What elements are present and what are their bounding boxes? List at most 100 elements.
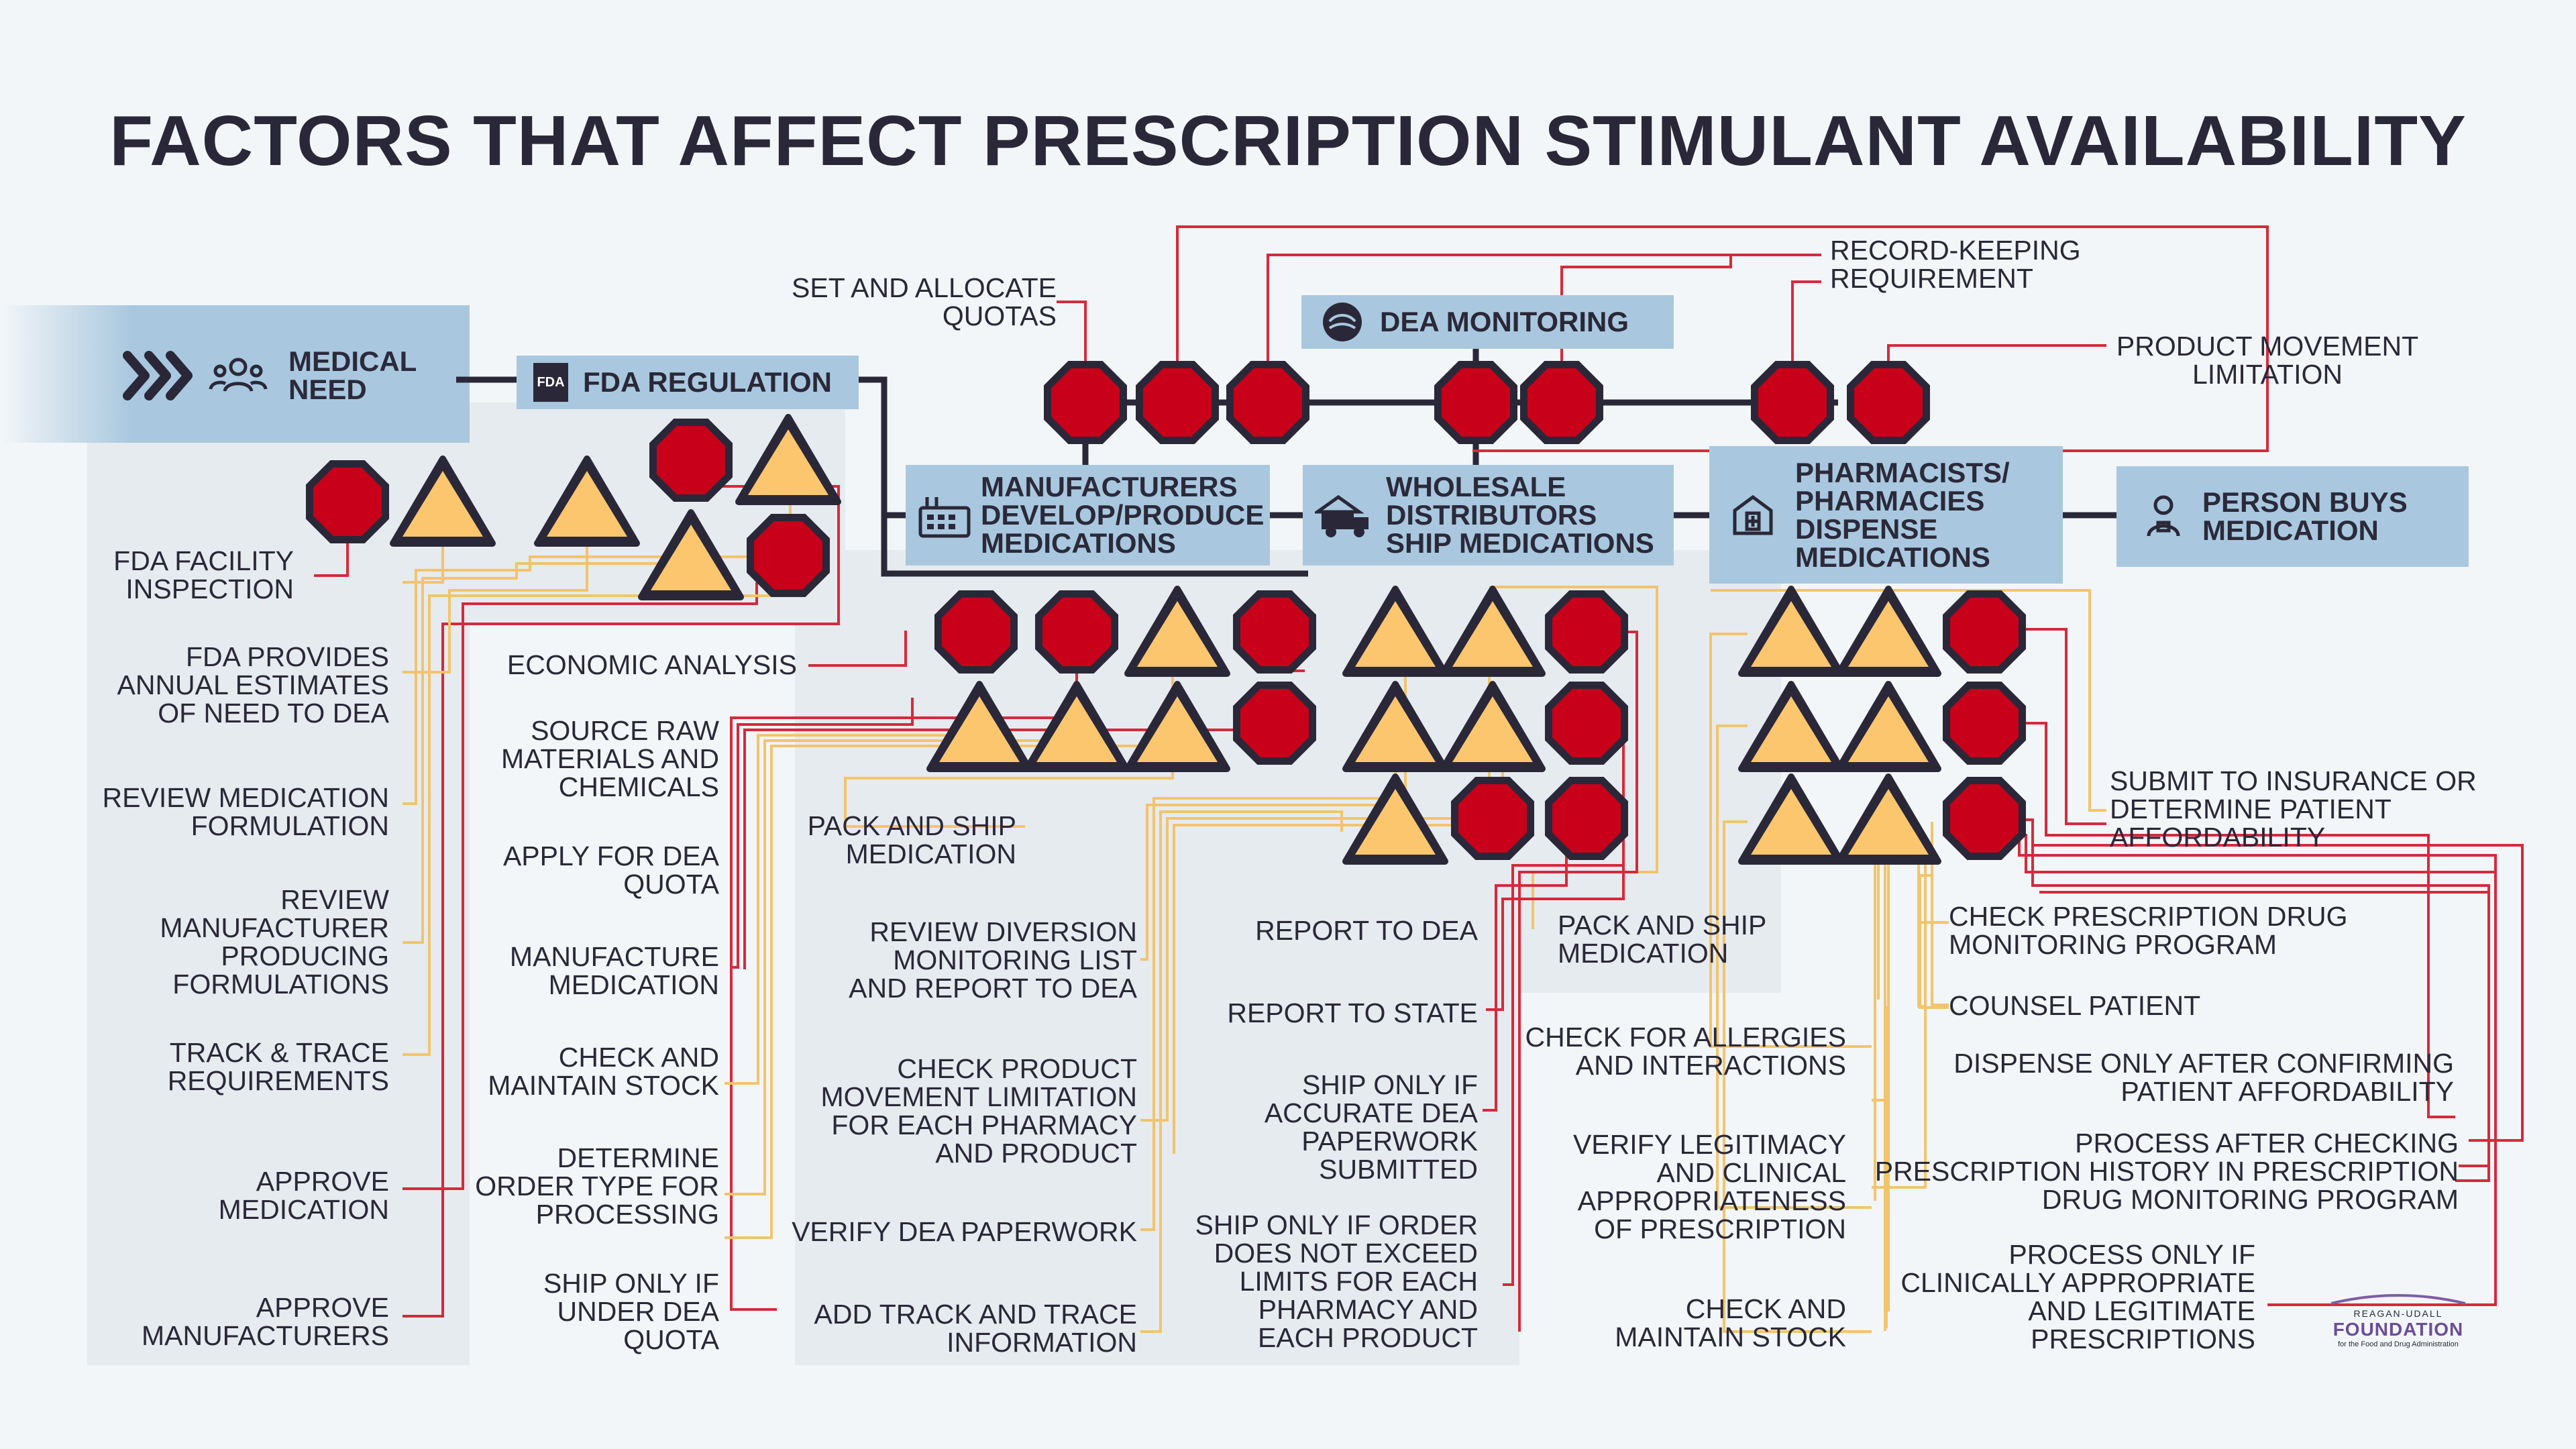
label-wholesale-labels-report-dea: REPORT TO DEA — [1255, 916, 1478, 945]
label-line: AFFORDABILITY — [2110, 822, 2326, 853]
label-line: AND CLINICAL — [1656, 1157, 1846, 1188]
label-line: PRESCRIPTIONS — [2031, 1324, 2255, 1354]
stop-octagon-icon — [1035, 590, 1118, 674]
label-line: ORDER TYPE FOR — [475, 1171, 719, 1201]
label-line: MEDICATION — [548, 969, 719, 1000]
stop-octagon-icon — [747, 514, 830, 597]
label-line: MANUFACTURERS — [141, 1320, 389, 1351]
logo-top: REAGAN-UDALL — [2353, 1308, 2443, 1319]
medical-need-line1: MEDICAL — [288, 345, 417, 377]
label-line: PHARMACY AND — [1258, 1294, 1478, 1325]
stop-octagon-icon — [1136, 361, 1219, 444]
pharmacy-icon — [1733, 494, 1773, 535]
label-line: PRESCRIPTION HISTORY IN PRESCRIPTION — [1874, 1156, 2459, 1187]
label-line: LIMITATION — [2192, 359, 2343, 390]
label-line: SET AND ALLOCATE — [792, 272, 1057, 303]
stop-octagon-icon — [1847, 361, 1930, 444]
dea-monitoring-stage: DEA MONITORING — [1301, 295, 1674, 349]
label-line: UNDER DEA — [557, 1296, 719, 1327]
label-line: CHECK FOR ALLERGIES — [1525, 1022, 1846, 1053]
chevrons-icon — [123, 351, 193, 400]
label-line: MONITORING LIST — [893, 945, 1137, 975]
dea-seal-icon — [1323, 303, 1362, 341]
logo-arc-icon — [2330, 1294, 2466, 1305]
wholesale-line3: SHIP MEDICATIONS — [1386, 527, 1654, 559]
label-line: AND INTERACTIONS — [1575, 1050, 1846, 1081]
fda-regulation-label: FDA REGULATION — [583, 366, 832, 398]
label-line: QUOTA — [623, 869, 719, 900]
warning-triangle-icon — [1027, 684, 1126, 769]
label-line: SOURCE RAW — [531, 715, 719, 746]
person-line1: PERSON BUYS — [2202, 486, 2408, 518]
label-line: AND REPORT TO DEA — [849, 973, 1137, 1004]
label-line: REQUIREMENTS — [167, 1065, 389, 1096]
label-line: QUOTA — [623, 1324, 719, 1355]
warning-triangle-icon — [1346, 777, 1445, 861]
label-line: MOVEMENT LIMITATION — [820, 1081, 1137, 1112]
warning-triangle-icon — [1741, 589, 1841, 674]
warning-triangle-icon — [1128, 589, 1227, 674]
label-line: MATERIALS AND — [500, 743, 719, 774]
factory-icon — [918, 497, 971, 538]
label-line: QUOTAS — [942, 301, 1057, 331]
label-line: INFORMATION — [947, 1327, 1137, 1358]
stop-octagon-icon — [1434, 361, 1517, 444]
warning-triangle-icon — [1839, 684, 1938, 769]
wholesale-stage: WHOLESALE DISTRIBUTORS SHIP MEDICATIONS — [1303, 465, 1674, 566]
label-line: CHECK PRODUCT — [897, 1053, 1137, 1084]
label-line: REPORT TO DEA — [1255, 915, 1478, 946]
warning-triangle-icon — [1346, 684, 1445, 769]
fda-regulation-stage: FDA FDA REGULATION — [517, 356, 859, 409]
label-line: OF PRESCRIPTION — [1594, 1214, 1846, 1244]
label-line: CHECK AND — [558, 1042, 719, 1073]
warning-triangle-icon — [1443, 589, 1542, 674]
label-line: DISPENSE ONLY AFTER CONFIRMING — [1953, 1048, 2454, 1079]
dea-monitoring-label: DEA MONITORING — [1380, 306, 1629, 337]
stop-octagon-icon — [1751, 361, 1834, 444]
stop-octagon-icon — [934, 590, 1018, 674]
warning-triangle-icon — [739, 417, 838, 502]
label-line: AND PRODUCT — [935, 1138, 1137, 1169]
warning-triangle-icon — [930, 684, 1029, 769]
label-line: FOR EACH PHARMACY — [831, 1110, 1137, 1140]
label-line: FDA FACILITY — [113, 545, 294, 576]
pharmacists-stage: PHARMACISTS/ PHARMACIES DISPENSE MEDICAT… — [1709, 446, 2063, 584]
warning-triangle-icon — [1839, 777, 1938, 861]
stop-octagon-icon — [1451, 777, 1534, 860]
manufacturers-line3: MEDICATIONS — [981, 527, 1176, 559]
label-line: APPROPRIATENESS — [1577, 1185, 1846, 1216]
manufacturers-line1: MANUFACTURERS — [981, 471, 1238, 502]
medical-need-stage: MEDICAL NEED — [121, 342, 443, 409]
stop-octagon-icon — [1233, 682, 1316, 765]
person-line2: MEDICATION — [2202, 515, 2379, 546]
label-line: CHEMICALS — [558, 771, 719, 802]
stop-octagon-icon — [306, 460, 389, 543]
stop-octagon-icon — [1520, 361, 1603, 444]
label-line: SUBMITTED — [1319, 1154, 1478, 1185]
pharmacists-line3: DISPENSE — [1795, 513, 1938, 545]
warning-triangle-icon — [1443, 684, 1542, 769]
stop-octagon-icon — [1226, 361, 1309, 444]
label-line: ANNUAL ESTIMATES — [117, 669, 389, 700]
label-line: RECORD-KEEPING — [1830, 235, 2081, 266]
label-line: PACK AND SHIP — [1558, 910, 1767, 941]
warning-triangle-icon — [641, 513, 741, 597]
stop-octagon-icon — [1943, 777, 2026, 860]
